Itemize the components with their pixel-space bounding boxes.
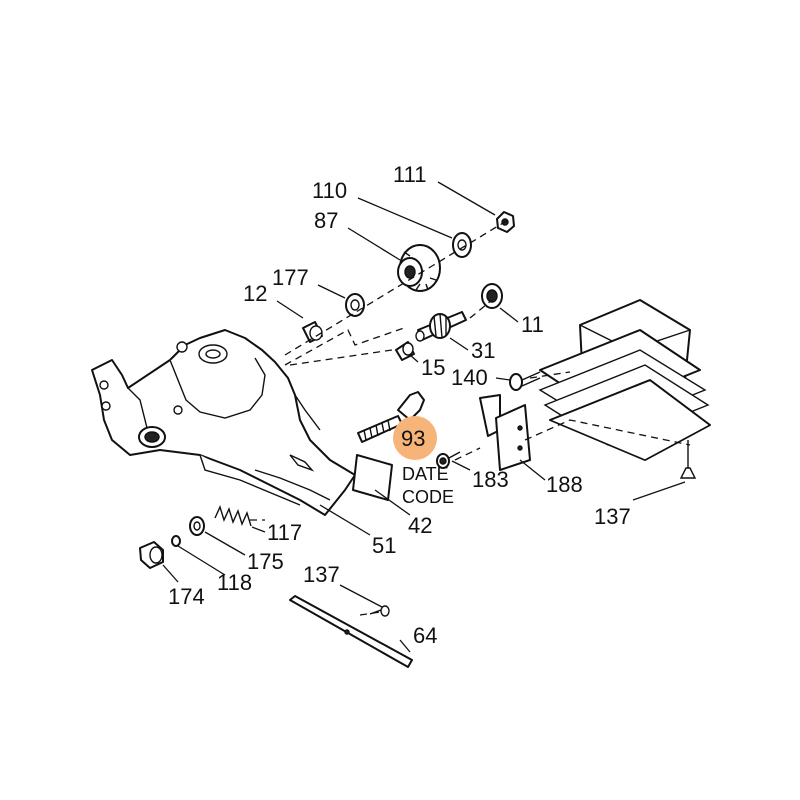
callout-11[interactable]: 11: [521, 312, 544, 337]
callout-188[interactable]: 188: [546, 472, 583, 497]
knob-174: [139, 541, 164, 569]
washer-175: [189, 516, 205, 536]
screw-137-bottom: [369, 605, 390, 617]
screw-137-right: [679, 440, 697, 479]
callout-137-bottom[interactable]: 137: [303, 562, 340, 587]
leader-lines: [162, 181, 686, 653]
highlight-marker: [393, 416, 437, 460]
spring-117: [214, 505, 252, 527]
needle-bearing-12: [302, 321, 323, 343]
callout-64[interactable]: 64: [413, 623, 437, 648]
washer-177: [345, 293, 365, 317]
callout-110[interactable]: 110: [312, 178, 347, 203]
date-code-line-1: DATE: [402, 464, 449, 484]
callout-118[interactable]: 118: [217, 570, 252, 595]
callout-labels: 111 110 87 177 12 11 31 15 140 93 DATE C…: [168, 162, 631, 648]
callout-137-right[interactable]: 137: [594, 504, 631, 529]
rail-64: [289, 595, 413, 668]
pinion-shaft-31: [415, 311, 467, 342]
bolt-93: [357, 391, 425, 443]
clip-118: [171, 535, 181, 547]
callout-12[interactable]: 12: [243, 281, 267, 306]
gear-87: [397, 244, 441, 292]
bushing-15: [395, 341, 415, 361]
callout-175[interactable]: 175: [247, 549, 284, 574]
callout-15[interactable]: 15: [421, 355, 445, 380]
screw-183: [436, 451, 461, 469]
callout-140[interactable]: 140: [451, 365, 488, 390]
callout-177[interactable]: 177: [272, 265, 309, 290]
date-code-label-42: [352, 454, 393, 501]
callout-93[interactable]: 93: [401, 426, 425, 451]
callout-117[interactable]: 117: [267, 520, 302, 545]
bearing-11: [481, 283, 503, 309]
date-code-line-2: CODE: [402, 487, 454, 507]
switch-plate: [479, 394, 531, 471]
callout-183[interactable]: 183: [472, 467, 509, 492]
callout-51[interactable]: 51: [372, 533, 396, 558]
callout-87[interactable]: 87: [314, 208, 338, 233]
assembly-lines: [250, 219, 691, 616]
callout-31[interactable]: 31: [471, 338, 495, 363]
callout-111[interactable]: 111: [393, 162, 426, 187]
callout-42[interactable]: 42: [408, 513, 432, 538]
gear-housing: [91, 329, 356, 516]
callout-174[interactable]: 174: [168, 584, 205, 609]
washer-110: [452, 232, 472, 258]
screw-140: [509, 371, 541, 391]
motor-housing-188: [538, 299, 711, 461]
